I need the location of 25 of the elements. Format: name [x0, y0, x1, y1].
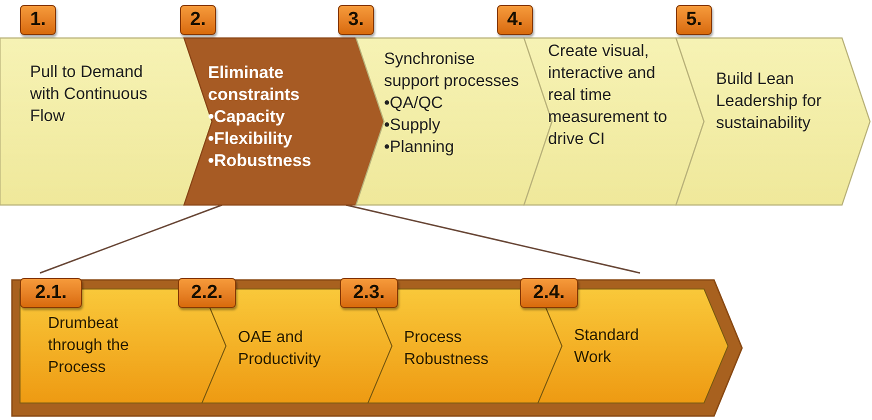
step-text: OAE and Productivity	[238, 328, 322, 370]
bullet-item: •Planning	[384, 137, 455, 158]
step-number-badge: 2.2.	[178, 278, 236, 308]
step-number-badge: 1.	[20, 5, 56, 35]
bullet-item: •Supply	[384, 115, 442, 136]
zoom-connector-line	[40, 204, 222, 274]
step-number-badge: 3.	[338, 5, 374, 35]
step-number-badge: 2.3.	[340, 278, 398, 308]
step-text: Synchronise support processes	[384, 49, 520, 92]
step-number-badge: 2.	[180, 5, 216, 35]
bullet-item: •Flexibility	[208, 128, 294, 150]
step-text: Build Lean Leadership for sustainability	[716, 69, 822, 134]
bullet-item: •Robustness	[208, 150, 312, 172]
step-text: Pull to Demand with Continuous Flow	[30, 62, 148, 127]
step-text: Process Robustness	[404, 328, 490, 370]
step-number-badge: 2.4.	[520, 278, 578, 308]
bullet-item: •Capacity	[208, 106, 286, 128]
step-number-badge: 5.	[676, 5, 712, 35]
step-number-badge: 4.	[497, 5, 533, 35]
bullet-item: •QA/QC	[384, 93, 444, 114]
step-text: Standard Work	[574, 326, 640, 368]
step-text: Drumbeat through the Process	[48, 314, 130, 378]
step-text: Eliminate constraints	[208, 62, 301, 106]
step-number-badge: 2.1.	[20, 278, 82, 308]
step-text: Create visual, interactive and real time measurement to drive CI	[548, 41, 668, 150]
